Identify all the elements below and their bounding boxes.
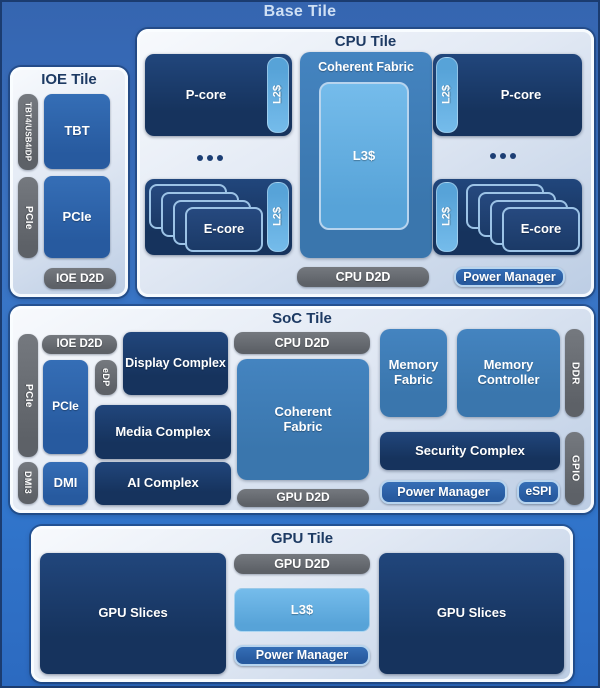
p-core-label: P-core bbox=[500, 86, 542, 102]
memory-controller-block: Memory Controller bbox=[457, 329, 560, 417]
p-core-block-right: L2$ P-core bbox=[433, 54, 582, 136]
cpu-d2d-bar: CPU D2D bbox=[234, 332, 370, 354]
display-complex-block: Display Complex bbox=[123, 332, 228, 395]
ddr-strip: DDR bbox=[565, 329, 584, 417]
p-core-block-left: P-core L2$ bbox=[145, 54, 292, 136]
dmi3-strip: DMI3 bbox=[18, 462, 38, 504]
e-core-cluster-right: L2$ E-core bbox=[433, 179, 582, 255]
e-core-card-front: E-core bbox=[502, 207, 580, 252]
cpu-tile-title: CPU Tile bbox=[334, 33, 397, 50]
cpu-d2d-bar: CPU D2D bbox=[297, 267, 429, 287]
gpu-slices-block-right: GPU Slices bbox=[379, 553, 564, 674]
gpio-strip: GPIO bbox=[565, 432, 584, 505]
l2-cache-pill: L2$ bbox=[267, 57, 289, 133]
gpu-d2d-bar: GPU D2D bbox=[234, 554, 370, 574]
gpu-slices-block-left: GPU Slices bbox=[40, 553, 226, 674]
tbt-block: TBT bbox=[44, 94, 110, 169]
pcie-block: PCIe bbox=[43, 360, 88, 454]
ai-complex-block: AI Complex bbox=[95, 462, 231, 505]
base-tile-title: Base Tile bbox=[263, 3, 337, 20]
more-cores-ellipsis-icon bbox=[197, 155, 223, 161]
ioe-d2d-bar: IOE D2D bbox=[44, 268, 116, 289]
l3-cache-block: L3$ bbox=[319, 82, 409, 230]
cpu-tile-panel: CPU Tile P-core L2$ Coherent Fabric L3$ … bbox=[137, 29, 594, 297]
l2-cache-pill: L2$ bbox=[436, 57, 458, 133]
e-core-cluster-left: E-core L2$ bbox=[145, 179, 292, 255]
gpu-tile-title: GPU Tile bbox=[270, 530, 334, 547]
security-complex-block: Security Complex bbox=[380, 432, 560, 470]
ioe-tile-panel: IOE Tile TBT4/USB4/DP PCIe TBT PCIe IOE … bbox=[10, 67, 128, 297]
espi-block: eSPI bbox=[517, 480, 560, 504]
tbt4-usb4-dp-strip: TBT4/USB4/DP bbox=[18, 94, 38, 170]
ioe-d2d-bar: IOE D2D bbox=[42, 335, 117, 354]
coherent-fabric-block: Coherent Fabric bbox=[237, 359, 369, 480]
media-complex-block: Media Complex bbox=[95, 405, 231, 459]
edp-strip: eDP bbox=[95, 360, 117, 395]
power-manager-bar: Power Manager bbox=[454, 267, 565, 287]
e-core-card-front: E-core bbox=[185, 207, 263, 252]
gpu-d2d-bar: GPU D2D bbox=[237, 489, 369, 507]
soc-tile-panel: SoC Tile PCIe DMI3 IOE D2D PCIe eDP Disp… bbox=[10, 306, 594, 513]
ioe-tile-title: IOE Tile bbox=[41, 71, 97, 88]
soc-tile-title: SoC Tile bbox=[272, 310, 332, 327]
dmi-block: DMI bbox=[43, 462, 88, 505]
pcie-block: PCIe bbox=[44, 176, 110, 258]
pcie-strip: PCIe bbox=[18, 177, 38, 258]
l2-cache-pill: L2$ bbox=[267, 182, 289, 252]
more-cores-ellipsis-icon bbox=[490, 153, 516, 159]
memory-fabric-block: Memory Fabric bbox=[380, 329, 447, 417]
pcie-strip: PCIe bbox=[18, 334, 38, 457]
l2-cache-pill: L2$ bbox=[436, 182, 458, 252]
coherent-fabric-label: Coherent Fabric bbox=[318, 60, 414, 74]
gpu-tile-panel: GPU Tile GPU Slices GPU D2D L3$ Power Ma… bbox=[31, 526, 573, 682]
coherent-fabric-label: Coherent Fabric bbox=[274, 403, 332, 434]
power-manager-bar: Power Manager bbox=[380, 480, 507, 504]
coherent-fabric-block: Coherent Fabric L3$ bbox=[300, 52, 432, 258]
p-core-label: P-core bbox=[185, 86, 227, 102]
power-manager-bar: Power Manager bbox=[234, 645, 370, 666]
l3-cache-block: L3$ bbox=[234, 588, 370, 632]
